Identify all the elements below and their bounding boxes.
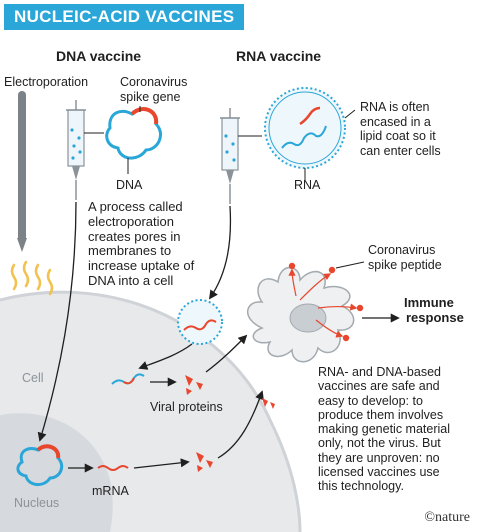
rna-strand-spike: [123, 377, 135, 385]
lipid-coat-rna-icon: [264, 87, 346, 169]
dna-vaccine-heading: DNA vaccine: [56, 48, 142, 64]
mrna-label: mRNA: [92, 484, 129, 498]
rna-syringe-icon: [220, 108, 240, 204]
nucleus-label: Nucleus: [14, 496, 60, 510]
cell-membrane: [0, 290, 302, 532]
rna-note-pointer: [344, 109, 356, 119]
spike-peptide-paths: [288, 268, 358, 338]
cell-label: Cell: [22, 371, 44, 385]
extracellular-protein-icon: [262, 398, 275, 409]
rna-entry-arrow: [208, 205, 232, 300]
spike-peptide-label: Coronavirus spike peptide: [368, 243, 442, 272]
dna-label: DNA: [116, 178, 143, 192]
dna-syringe-icon: [66, 100, 86, 200]
rna-release-arrow: [138, 343, 193, 370]
dna-entry-arrow: [37, 201, 77, 442]
mrna-translation-arrow: [133, 458, 190, 469]
nucleus-dna-icon: [16, 444, 64, 486]
viral-proteins-label: Viral proteins: [150, 400, 223, 414]
mrna-strand-icon: [97, 465, 129, 471]
electroporation-label: Electroporation: [4, 75, 89, 89]
immune-cell-icon: [247, 266, 355, 363]
immune-response-label: Immune response: [404, 295, 464, 325]
spike-peptide-icon: [288, 262, 364, 342]
rna-lipid-note: RNA is often encased in a lipid coat so …: [360, 100, 441, 158]
nucleus: [0, 413, 113, 532]
dna-plasmid-icon: [105, 107, 162, 160]
spike-peptide-pointer: [335, 261, 365, 269]
electric-current-icon: [10, 260, 54, 296]
rna-vaccine-heading: RNA vaccine: [236, 48, 322, 64]
nature-credit: ©nature: [424, 510, 470, 525]
electrode: [17, 91, 27, 252]
viral-proteins-dna-icon: [196, 452, 213, 472]
rna-label: RNA: [294, 178, 321, 192]
electroporation-note: A process called electroporation creates…: [88, 199, 195, 288]
protein-to-cell-arrow-upper: [205, 334, 248, 373]
summary-text: RNA- and DNA-based vaccines are safe and…: [318, 365, 451, 494]
viral-proteins-icon: [185, 375, 203, 395]
diagram-title: NUCLEIC-ACID VACCINES: [4, 4, 245, 30]
rna-vesicle-icon: [177, 299, 223, 345]
spike-gene-label: Coronavirus spike gene: [120, 75, 188, 104]
protein-to-cell-arrow-lower: [217, 390, 264, 459]
